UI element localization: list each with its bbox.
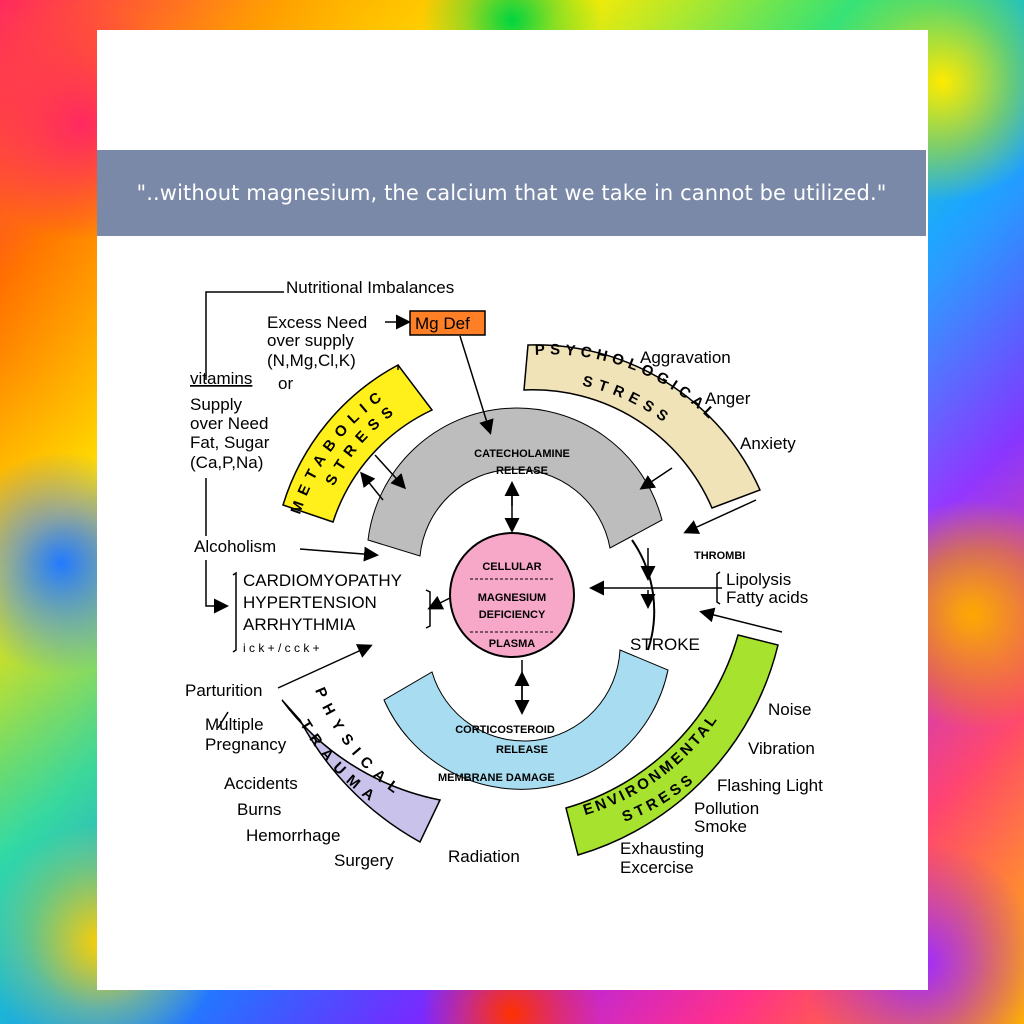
hypertension-label: HYPERTENSION (243, 593, 377, 612)
burns-label: Burns (237, 800, 281, 819)
cardiomyopathy-label: CARDIOMYOPATHY (243, 571, 402, 590)
vitamins-label: vitamins (190, 369, 252, 388)
mg-def-box (409, 310, 486, 336)
supply-label: Supply (190, 395, 242, 414)
fatty-acids-label: Fatty acids (726, 588, 808, 607)
connector-lines (205, 291, 783, 729)
anger-label: Anger (705, 389, 751, 408)
or-label: or (278, 374, 293, 393)
nmgclk-label: (N,Mg,Cl,K) (267, 351, 356, 370)
metabolic-stress-band (282, 364, 434, 523)
surgery-label: Surgery (334, 851, 394, 870)
excercise-label: Excercise (620, 858, 694, 877)
smoke-label: Smoke (694, 817, 747, 836)
catecholamine-arc (367, 407, 663, 557)
center-circle (449, 532, 575, 658)
psychological-stress-band (523, 344, 762, 509)
vibration-label: Vibration (748, 739, 815, 758)
catecholamine-line2: RELEASE (496, 465, 548, 477)
capna-label: (Ca,P,Na) (190, 453, 263, 472)
corticosteroid-line1: CORTICOSTEROID (455, 724, 555, 736)
center-line2: MAGNESIUM (478, 592, 546, 604)
aggravation-label: Aggravation (640, 348, 731, 367)
accidents-label: Accidents (224, 774, 298, 793)
thrombi-label: THROMBI (694, 550, 745, 562)
environmental-stress-band (565, 634, 779, 856)
over-supply-label: over supply (267, 331, 354, 350)
nutritional-imbalances-label: Nutritional Imbalances (286, 278, 454, 297)
stroke-label: STROKE (630, 635, 700, 654)
parturition-label: Parturition (185, 681, 262, 700)
pollution-label: Pollution (694, 799, 759, 818)
magnesium-deficiency-diagram: CELLULAR MAGNESIUM DEFICIENCY PLASMA CAT… (185, 278, 823, 877)
anxiety-label: Anxiety (740, 434, 796, 453)
quote-text: "..without magnesium, the calcium that w… (136, 181, 887, 205)
over-need-label: over Need (190, 414, 268, 433)
exhausting-label: Exhausting (620, 839, 704, 858)
center-line1: CELLULAR (482, 561, 541, 573)
quote-banner: "..without magnesium, the calcium that w… (97, 150, 926, 236)
physical-trauma-band (281, 699, 442, 844)
fat-sugar-label: Fat, Sugar (190, 433, 270, 452)
membrane-damage-label: MEMBRANE DAMAGE (438, 772, 555, 784)
multiple-label: Multiple (205, 715, 264, 734)
arrhythmia-label: ARRHYTHMIA (243, 615, 356, 634)
pregnancy-label: Pregnancy (205, 735, 287, 754)
flashing-light-label: Flashing Light (717, 776, 823, 795)
lipolysis-label: Lipolysis (726, 570, 791, 589)
center-line3: DEFICIENCY (479, 609, 546, 621)
outer-ring-right (631, 539, 656, 651)
excess-need-label: Excess Need (267, 313, 367, 332)
alcoholism-label: Alcoholism (194, 537, 276, 556)
mg-def-label: Mg Def (415, 314, 470, 333)
corticosteroid-line2: RELEASE (496, 744, 548, 756)
radiation-label: Radiation (448, 847, 520, 866)
catecholamine-line1: CATECHOLAMINE (474, 448, 570, 460)
corticosteroid-arc (383, 649, 669, 790)
hemorrhage-label: Hemorrhage (246, 826, 341, 845)
noise-label: Noise (768, 700, 811, 719)
ick-label: i c k + / c c k + (243, 641, 320, 655)
center-line4: PLASMA (489, 638, 536, 650)
